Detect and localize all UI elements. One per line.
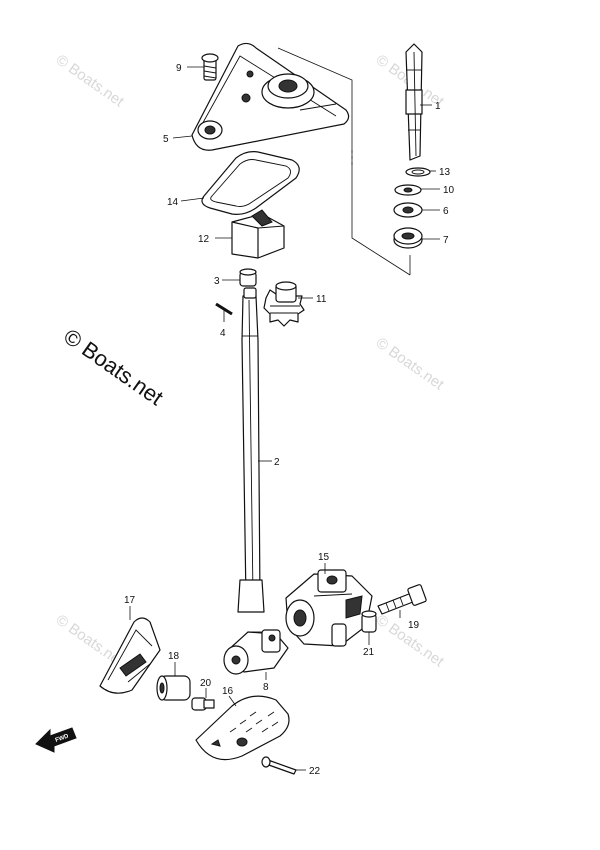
callout-6: 6: [443, 206, 449, 217]
cover-part-17: [99, 617, 161, 694]
washer-part-10: [394, 184, 422, 196]
callout-15: 15: [318, 552, 330, 563]
screw-part-20: [191, 697, 215, 711]
callout-20: 20: [200, 678, 212, 689]
callout-18: 18: [168, 651, 180, 662]
callout-16: 16: [222, 686, 234, 697]
bushing-part-21: [361, 610, 377, 633]
callout-13: 13: [439, 167, 451, 178]
cam-part-8: [223, 629, 289, 675]
callout-8: 8: [263, 682, 269, 693]
callout-1: 1: [435, 101, 441, 112]
pin-part-4: [215, 302, 233, 316]
screw-part-22: [261, 756, 297, 775]
callout-7: 7: [443, 235, 449, 246]
callout-11: 11: [316, 294, 327, 305]
collar-part-3: [239, 268, 257, 287]
callout-17: 17: [124, 595, 136, 606]
callout-5: 5: [163, 134, 169, 145]
shaft-part-2: [237, 287, 265, 613]
callout-labels: 1 2 3 4 5 6 7 8 9 10 11 12 13 14 15 16 1…: [124, 63, 455, 777]
block-part-12: [231, 209, 285, 259]
leader-lines: [129, 66, 440, 771]
callout-2: 2: [274, 457, 280, 468]
bolt-part-9: [201, 53, 219, 81]
callout-3: 3: [214, 276, 220, 287]
callout-22: 22: [309, 766, 321, 777]
bearing-part-7: [393, 227, 423, 249]
callout-12: 12: [198, 234, 210, 245]
callout-10: 10: [443, 185, 455, 196]
watermark: © Boats.net: [373, 334, 448, 393]
sleeve-part-18: [156, 675, 191, 701]
assembly-frame: [277, 47, 411, 276]
gasket-part-14: [201, 151, 300, 215]
plate-part-16: [195, 695, 290, 761]
shaft-part-1: [405, 43, 423, 161]
watermark: © Boats.net: [53, 51, 128, 110]
fwd-arrow-icon: FWD: [35, 727, 77, 753]
copyright-text: © Boats.net: [59, 324, 168, 411]
callout-14: 14: [167, 197, 179, 208]
washer-part-6: [393, 202, 423, 218]
housing-part-15: [285, 569, 373, 647]
callout-4: 4: [220, 328, 226, 339]
callout-21: 21: [363, 647, 375, 658]
callout-19: 19: [408, 620, 420, 631]
callout-9: 9: [176, 63, 182, 74]
gear-part-11: [263, 281, 305, 327]
bolt-part-19: [377, 584, 427, 615]
clip-part-13: [405, 167, 431, 177]
bracket-part-5: [191, 42, 350, 151]
fwd-label: FWD: [55, 733, 71, 744]
